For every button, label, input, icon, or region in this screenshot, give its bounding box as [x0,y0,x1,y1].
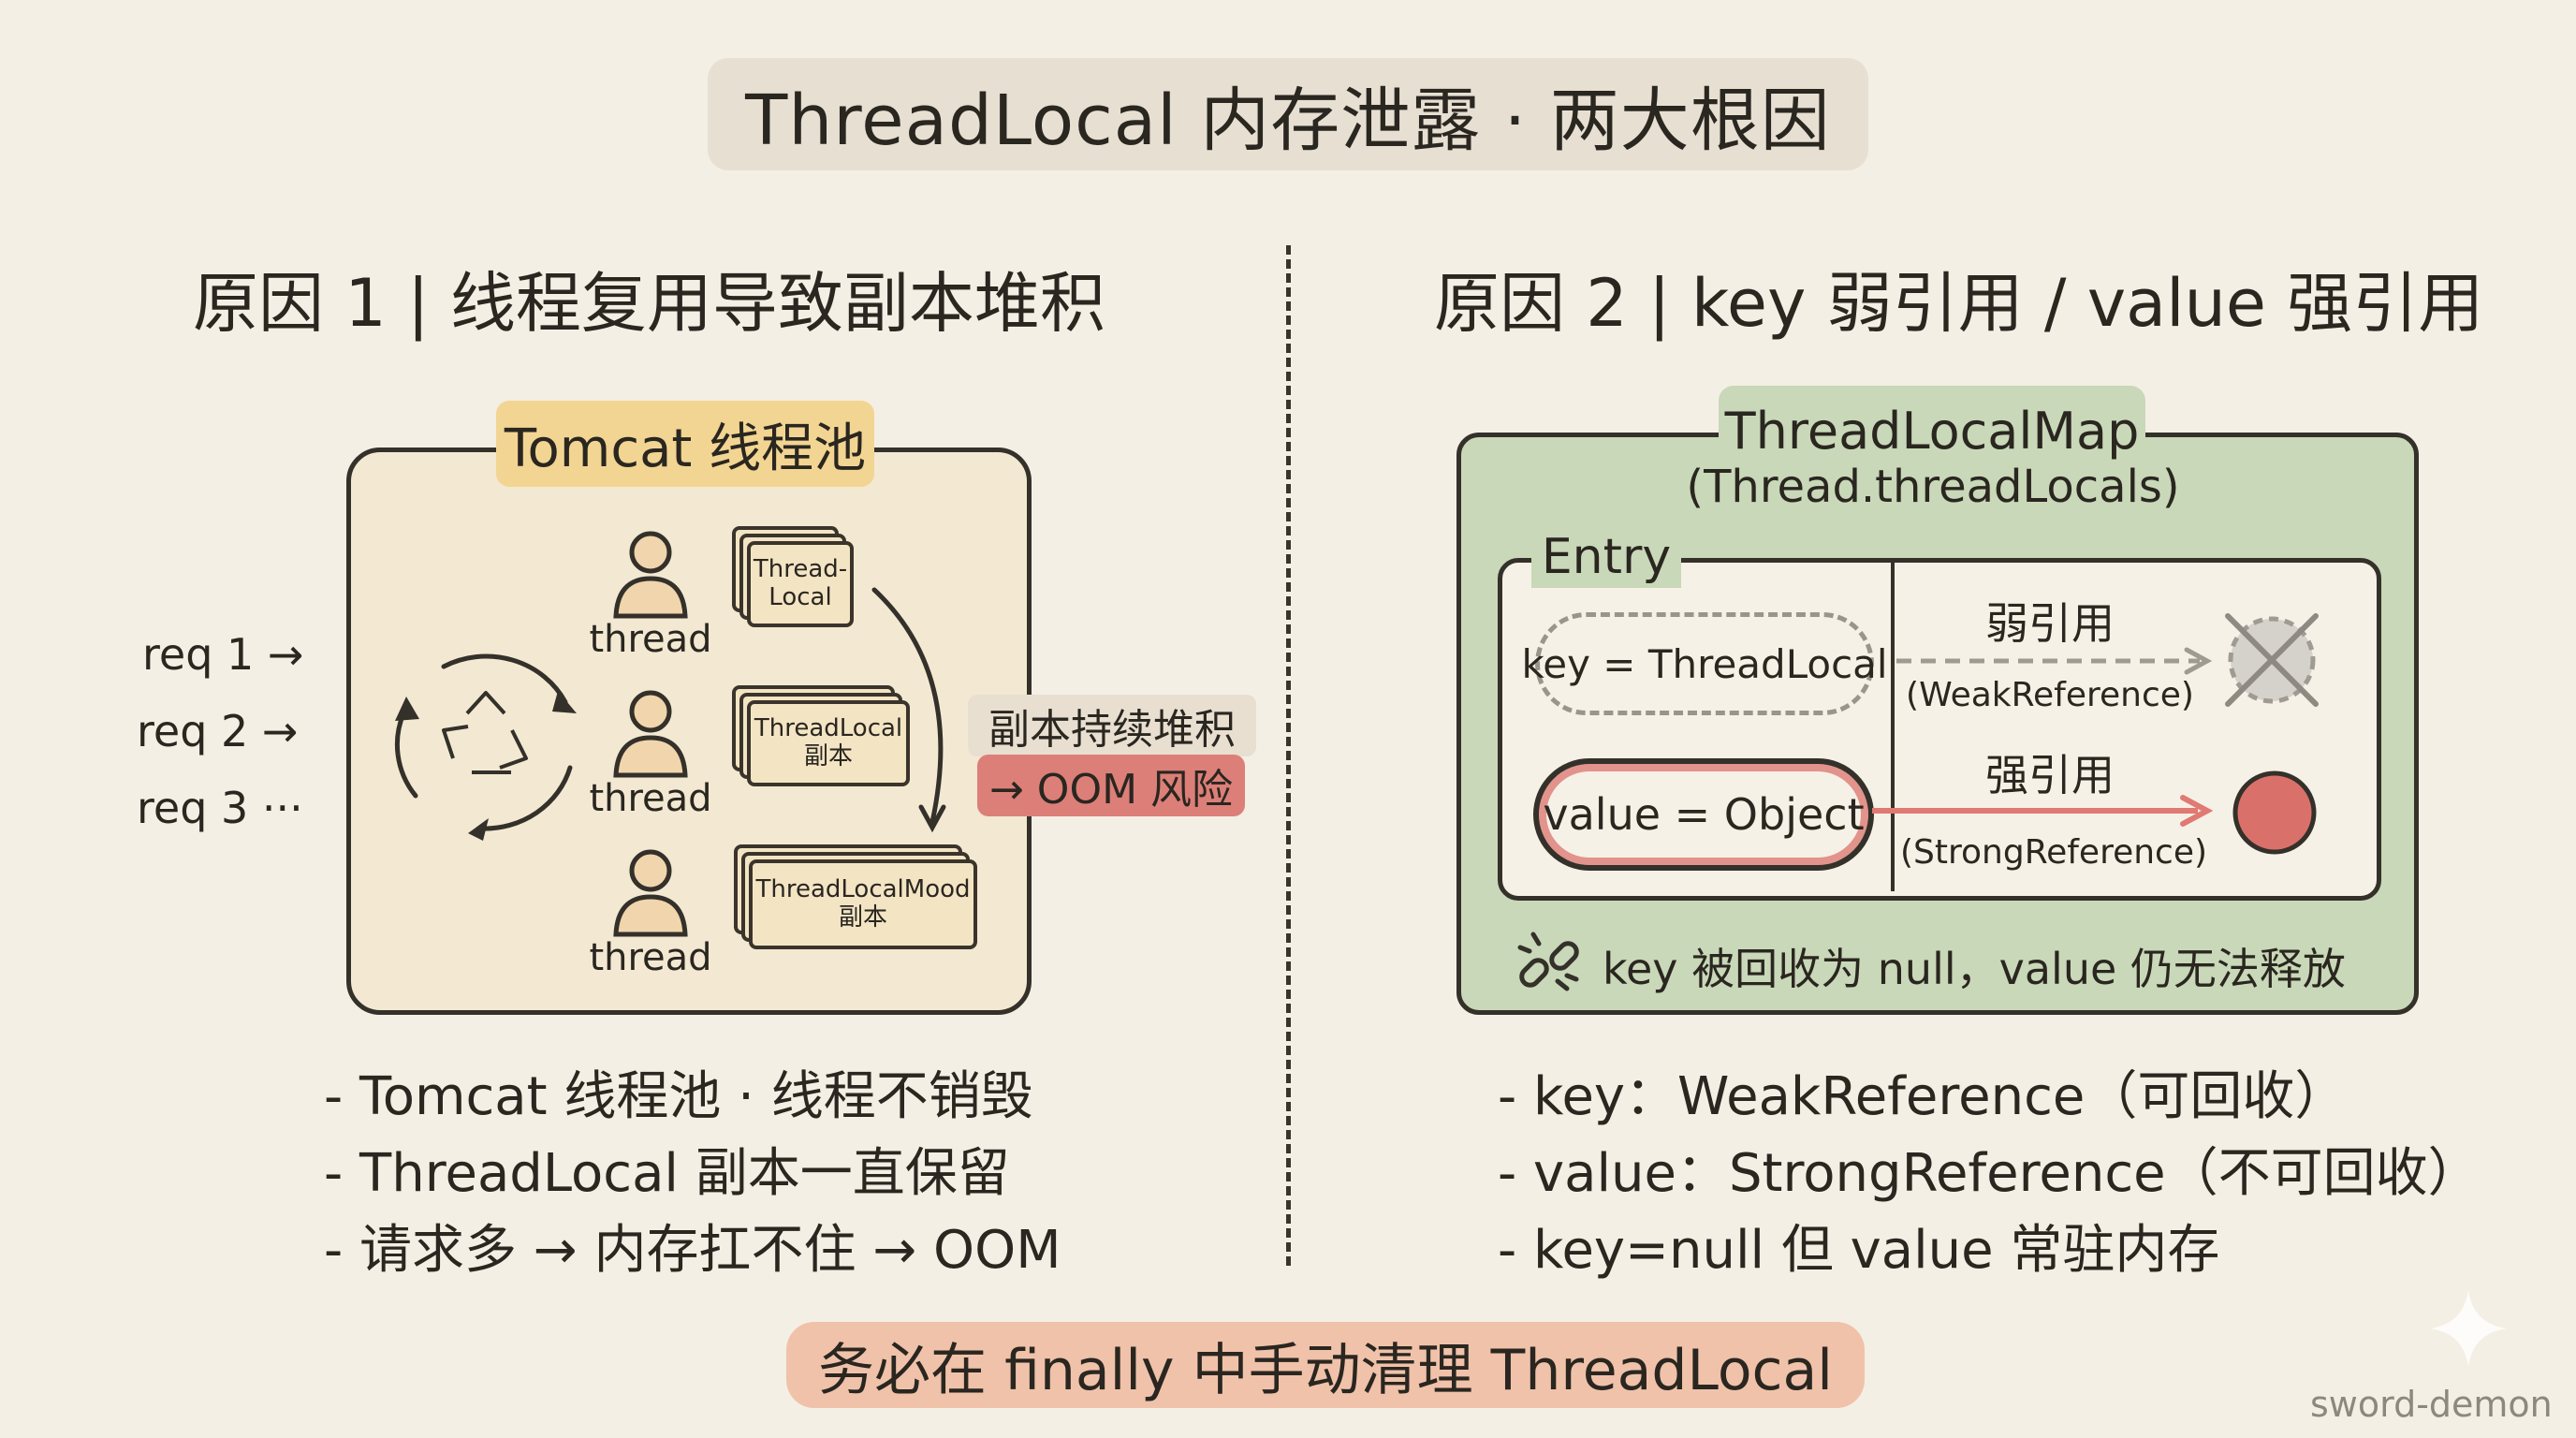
oom-risk-badge: → OOM 风险 [977,755,1245,816]
left-heading: 原因 1 | 线程复用导致副本堆积 [193,265,1105,342]
right-bullet: - key：WeakReference（可回收） [1498,1066,2348,1127]
left-bullet: - Tomcat 线程池 · 线程不销毁 [324,1066,1033,1127]
page-title: ThreadLocal 内存泄露 · 两大根因 [708,58,1868,170]
accumulate-label: 副本持续堆积 [968,695,1256,756]
thread-pool-label: Tomcat 线程池 [496,401,874,487]
left-bullet: - 请求多 → 内存扛不住 → OOM [324,1220,1061,1281]
broken-link-icon [1517,932,1579,991]
thread-label: thread [589,777,712,820]
right-heading: 原因 2 | key 弱引用 / value 强引用 [1434,265,2484,342]
leak-note: key 被回收为 null，value 仍无法释放 [1511,927,2346,1005]
strong-ref-subtitle: (StrongReference) [1900,833,2208,872]
card-line: Thread- [753,555,848,584]
entry-label: Entry [1531,526,1681,588]
weak-ref-label: 弱引用 [1985,598,2115,649]
entry-divider [1891,562,1895,891]
right-bullet: - value：StrongReference（不可回收） [1498,1143,2481,1204]
threadlocal-copy-card: ThreadLocalMood 副本 [749,859,977,949]
sparkle-icon [2430,1290,2507,1367]
card-line: 副本 [803,742,853,770]
strong-reference-arrow [1872,795,2214,827]
card-line: ThreadLocal [754,714,903,743]
bottom-tip: 务必在 finally 中手动清理 ThreadLocal [786,1322,1865,1408]
accumulate-arrow-icon [871,587,946,833]
center-divider [1286,245,1291,1266]
threadlocal-copy-card: ThreadLocal 副本 [747,700,910,786]
card-line: ThreadLocalMood [755,875,971,904]
threadlocalmap-subtitle: (Thread.threadLocals) [1686,461,2180,513]
left-bullet: - ThreadLocal 副本一直保留 [324,1143,1010,1204]
request-1: req 1 → [142,629,304,680]
value-pill: value = Object [1533,758,1874,871]
card-line: 副本 [838,903,887,932]
leak-note-text: key 被回收为 null，value 仍无法释放 [1603,944,2346,994]
watermark: sword-demon [2310,1384,2553,1425]
threadlocal-copy-card: Thread- Local [747,541,854,627]
person-icon [613,531,688,619]
person-icon [613,690,688,778]
request-3: req 3 ··· [137,783,303,833]
weak-reference-arrow [1896,647,2213,675]
strong-ref-label: 强引用 [1985,750,2115,800]
right-bullet: - key=null 但 value 常驻内存 [1498,1220,2220,1281]
weak-ref-subtitle: (WeakReference) [1906,676,2194,714]
thread-label: thread [589,618,712,661]
threadlocalmap-label: ThreadLocalMap [1719,386,2145,476]
request-2: req 2 → [137,706,299,756]
collected-object-icon [2225,613,2319,707]
key-pill: key = ThreadLocal [1521,612,1888,715]
card-line: Local [768,583,832,611]
recycle-cycle-icon [394,653,577,841]
live-object-icon [2232,770,2317,855]
person-icon [613,849,688,937]
thread-label: thread [589,936,712,979]
